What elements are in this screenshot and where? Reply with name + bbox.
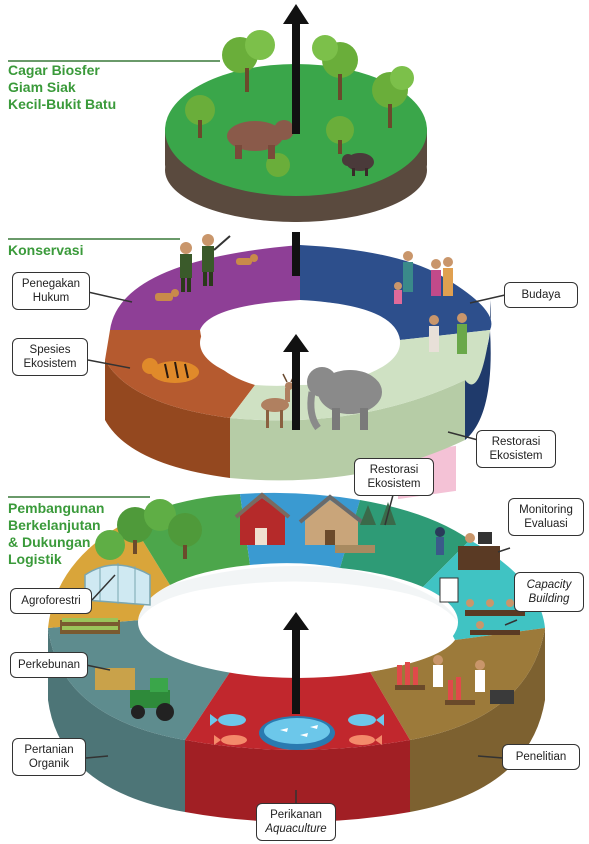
desk-icon xyxy=(458,532,500,570)
label-penegakan-hukum: Penegakan Hukum xyxy=(12,272,90,310)
label-line: Restorasi xyxy=(491,436,541,448)
label-line: Penegakan xyxy=(21,278,81,290)
barn-icon xyxy=(234,492,291,545)
ring-side-red xyxy=(185,740,410,822)
heading-rule xyxy=(8,496,150,498)
tiger-icon xyxy=(142,358,199,383)
label-line: Ekosistem xyxy=(367,478,421,490)
heading-rule xyxy=(8,60,220,62)
ranger-icon xyxy=(180,234,231,292)
ring-inner-wall xyxy=(138,566,458,622)
label-spesies-ekosistem: Spesies Ekosistem xyxy=(12,338,88,376)
label-line: Spesies xyxy=(29,344,71,356)
label-line: Ekosistem xyxy=(23,358,77,370)
heading-konservasi: Konservasi xyxy=(8,242,83,259)
label-line: Capacity xyxy=(526,579,572,591)
label-line: Perkebunan xyxy=(17,659,81,671)
label-line: Pertanian xyxy=(24,744,74,756)
label-line: Evaluasi xyxy=(524,518,568,530)
ring-top-slate xyxy=(48,620,230,740)
fish-icon xyxy=(210,714,384,745)
ring-top-purple xyxy=(110,245,300,330)
label-budaya: Budaya xyxy=(504,282,578,308)
heading-line: Giam Siak xyxy=(8,79,76,95)
label-line: Penelitian xyxy=(515,751,567,763)
leader-lines xyxy=(85,291,518,805)
elephant-icon xyxy=(307,367,382,431)
heading-cagar-biosfer: Cagar Biosfer Giam Siak Kecil-Bukit Batu xyxy=(8,62,158,113)
arrow-head-top xyxy=(283,4,309,24)
arrow-head-mid xyxy=(283,334,309,352)
classroom-icon xyxy=(439,577,525,635)
label-monitoring-evaluasi: Monitoring Evaluasi xyxy=(508,498,584,536)
heading-line: Konservasi xyxy=(8,242,84,258)
label-line: Budaya xyxy=(521,289,561,301)
heading-line: Berkelanjutan xyxy=(8,517,101,533)
label-penelitian: Penelitian xyxy=(502,744,580,770)
central-arrow xyxy=(283,4,309,714)
ring-side-light xyxy=(230,380,465,481)
deer-icon xyxy=(261,373,296,428)
heading-line: Kecil-Bukit Batu xyxy=(8,96,117,112)
ring-side-orange xyxy=(105,360,230,478)
heading-line: & Dukungan xyxy=(8,534,91,550)
heading-line: Logistik xyxy=(8,551,62,567)
label-line: Perikanan xyxy=(270,809,322,821)
label-perikanan-aquaculture: Perikanan Aquaculture xyxy=(256,803,336,841)
heading-pembangunan: Pembangunan Berkelanjutan & Dukungan Log… xyxy=(8,500,158,568)
label-line: Aquaculture xyxy=(265,823,327,835)
label-line: Monitoring xyxy=(519,504,573,516)
people-icon xyxy=(394,251,467,354)
dog-icon xyxy=(155,254,258,301)
tree-icon xyxy=(185,30,414,177)
arrow-head-bottom xyxy=(283,612,309,630)
label-line: Building xyxy=(528,593,570,605)
konservasi-illustrations xyxy=(142,234,467,431)
lab-icon xyxy=(395,655,514,705)
pond-icon xyxy=(259,716,335,750)
tractor-icon xyxy=(95,668,174,721)
heading-line: Cagar Biosfer xyxy=(8,62,100,78)
label-line: Organik xyxy=(28,758,70,770)
label-restorasi-ekosistem-pembangunan: Restorasi Ekosistem xyxy=(354,458,434,496)
label-perkebunan: Perkebunan xyxy=(10,652,88,678)
label-restorasi-ekosistem-konservasi: Restorasi Ekosistem xyxy=(476,430,556,468)
bear-icon xyxy=(227,120,294,159)
label-agroforestri: Agroforestri xyxy=(10,588,92,614)
heading-line: Pembangunan xyxy=(8,500,105,516)
label-line: Agroforestri xyxy=(21,595,81,607)
crop-field xyxy=(60,618,120,634)
label-line: Hukum xyxy=(32,292,70,304)
label-line: Ekosistem xyxy=(489,450,543,462)
label-line: Restorasi xyxy=(369,464,419,476)
heading-rule xyxy=(8,238,180,240)
house-icon xyxy=(298,494,375,553)
label-pertanian-organik: Pertanian Organik xyxy=(12,738,86,776)
tree-icon xyxy=(95,499,202,560)
boar-icon xyxy=(342,153,374,176)
label-capacity-building: Capacity Building xyxy=(514,572,584,612)
greenhouse-icon xyxy=(84,563,151,606)
